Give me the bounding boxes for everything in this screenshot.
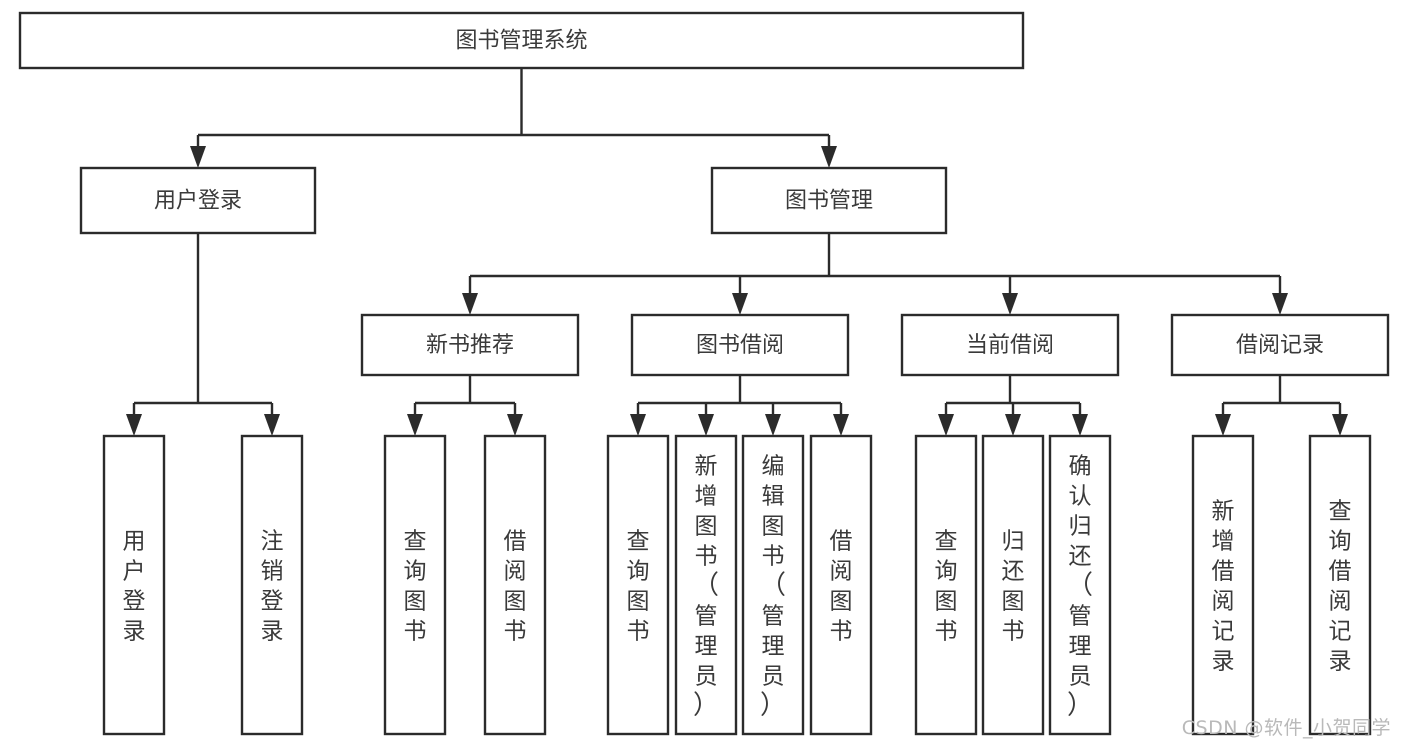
node-label-new-book-rec: 新书推荐 [426,333,514,358]
conn-currentborrow-children [938,375,1088,436]
node-box-leaf-query-record[interactable] [1308,434,1372,736]
node-box-new-book-rec[interactable] [360,313,580,377]
node-leaf-leaf-borrow-book[interactable]: 借阅图书 [809,434,873,736]
node-root-root[interactable]: 图书管理系统 [18,11,1025,70]
node-leaf-leaf-edit-book[interactable]: 编辑图书（管理员） [741,434,805,736]
node-leaf-leaf-query-book-rec[interactable]: 查询图书 [383,434,447,736]
node-label-root: 图书管理系统 [455,29,587,54]
node-label-user-login: 用户登录 [154,189,242,214]
node-leaf-leaf-query-book-borrow[interactable]: 查询图书 [606,434,670,736]
node-box-user-login[interactable] [79,166,317,235]
node-leaf-leaf-return-book[interactable]: 归还图书 [981,434,1045,736]
node-leaf-leaf-logout[interactable]: 注销登录 [240,434,304,736]
node-box-leaf-add-record[interactable] [1191,434,1255,736]
node-box-borrow-record[interactable] [1170,313,1390,377]
node-level3-new-book-rec[interactable]: 新书推荐 [360,313,580,377]
conn-bookmanage-children [462,233,1288,315]
node-label-leaf-borrow-book: 借阅图书 [830,528,853,644]
node-box-leaf-query-book-rec[interactable] [383,434,447,736]
node-box-leaf-borrow-book[interactable] [809,434,873,736]
node-label-leaf-query-book-current: 查询图书 [935,528,958,644]
node-box-leaf-logout[interactable] [240,434,304,736]
node-label-current-borrow: 当前借阅 [966,333,1054,358]
node-leaf-leaf-add-book[interactable]: 新增图书（管理员） [674,434,738,736]
node-box-leaf-confirm-return[interactable] [1048,434,1112,736]
node-box-root[interactable] [18,11,1025,70]
node-layer: 图书管理系统用户登录图书管理新书推荐图书借阅当前借阅借阅记录用户登录注销登录查询… [18,11,1390,736]
node-level2-book-manage[interactable]: 图书管理 [710,166,948,235]
node-leaf-leaf-query-book-current[interactable]: 查询图书 [914,434,978,736]
node-label-leaf-query-record: 查询借阅记录 [1329,498,1352,674]
node-level2-user-login[interactable]: 用户登录 [79,166,317,235]
node-leaf-leaf-add-record[interactable]: 新增借阅记录 [1191,434,1255,736]
conn-newbookrec-children [407,375,523,436]
node-label-leaf-add-book: 新增图书（管理员） [693,453,719,720]
node-label-borrow-record: 借阅记录 [1236,333,1324,358]
node-box-leaf-query-book-current[interactable] [914,434,978,736]
node-leaf-leaf-query-record[interactable]: 查询借阅记录 [1308,434,1372,736]
node-label-book-manage: 图书管理 [785,189,873,214]
node-label-leaf-return-book: 归还图书 [1002,528,1025,644]
node-box-leaf-edit-book[interactable] [741,434,805,736]
node-level3-book-borrow[interactable]: 图书借阅 [630,313,850,377]
conn-borrowrecord-children [1215,375,1348,436]
node-box-current-borrow[interactable] [900,313,1120,377]
node-label-leaf-logout: 注销登录 [261,528,284,644]
node-box-leaf-user-login[interactable] [102,434,166,736]
node-leaf-leaf-confirm-return[interactable]: 确认归还（管理员） [1048,434,1112,736]
node-leaf-leaf-user-login[interactable]: 用户登录 [102,434,166,736]
node-box-book-manage[interactable] [710,166,948,235]
node-box-book-borrow[interactable] [630,313,850,377]
csdn-watermark: CSDN @软件_小贺同学 [1181,717,1391,739]
node-label-leaf-confirm-return: 确认归还（管理员） [1067,453,1093,720]
node-label-leaf-user-login: 用户登录 [123,528,146,644]
node-box-leaf-add-book[interactable] [674,434,738,736]
node-label-leaf-add-record: 新增借阅记录 [1212,498,1235,674]
node-box-leaf-return-book[interactable] [981,434,1045,736]
node-label-leaf-query-book-rec: 查询图书 [404,528,427,644]
node-leaf-leaf-borrow-book-rec[interactable]: 借阅图书 [483,434,547,736]
node-level3-current-borrow[interactable]: 当前借阅 [900,313,1120,377]
conn-bookborrow-children [630,375,849,436]
node-label-leaf-borrow-book-rec: 借阅图书 [504,528,527,644]
node-level3-borrow-record[interactable]: 借阅记录 [1170,313,1390,377]
conn-userlogin-children [126,233,280,436]
node-box-leaf-query-book-borrow[interactable] [606,434,670,736]
node-label-leaf-edit-book: 编辑图书（管理员） [760,453,786,720]
node-label-leaf-query-book-borrow: 查询图书 [627,528,650,644]
conn-root-children [190,68,837,168]
connector-layer [126,68,1348,436]
node-label-book-borrow: 图书借阅 [696,333,784,358]
node-box-leaf-borrow-book-rec[interactable] [483,434,547,736]
